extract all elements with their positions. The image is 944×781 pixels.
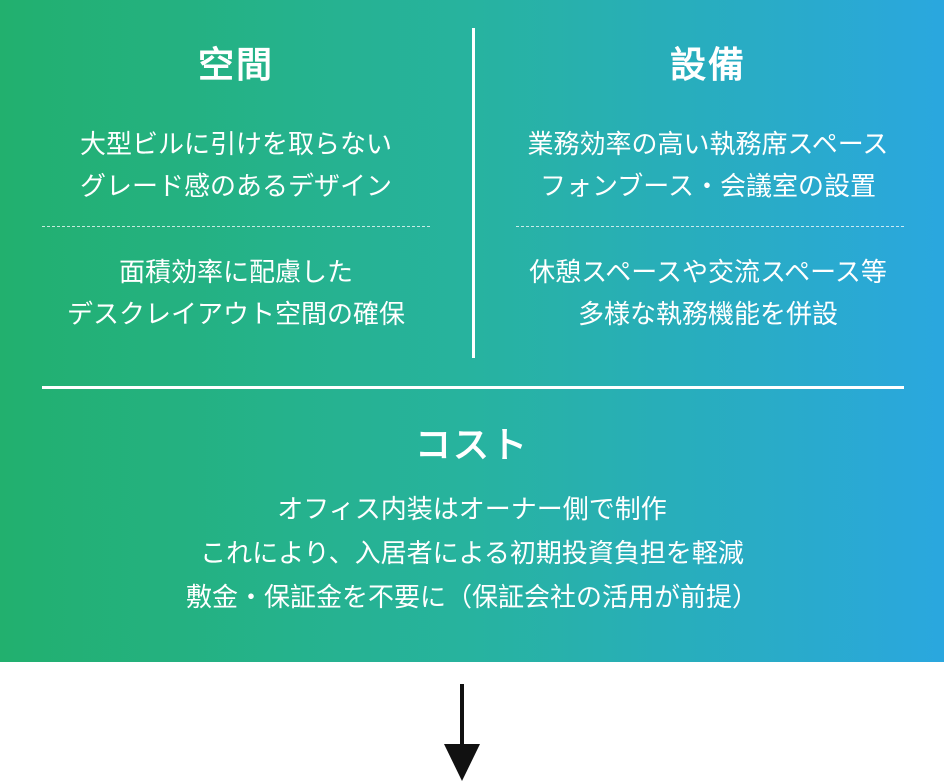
space-item-layout: 面積効率に配慮した デスクレイアウト空間の確保 [0,252,472,336]
space-title: 空間 [197,45,274,86]
equipment-item-workspace-line: フォンブース・会議室の設置 [540,172,876,202]
cost-description: オフィス内装はオーナー側で制作 これにより、入居者による初期投資負担を軽減 敷金… [0,488,944,620]
cost-line: 敷金・保証金を不要に（保証会社の活用が前提） [185,583,758,613]
space-item-design-line: グレード感のあるデザイン [79,172,392,202]
space-item-design-line: 大型ビルに引けを取らない [79,130,392,160]
space-dotted-divider [42,226,430,227]
equipment-dotted-divider [516,226,904,227]
equipment-item-workspace-line: 業務効率の高い執務席スペース [527,130,889,160]
equipment-title: 設備 [669,45,746,86]
space-item-layout-line: デスクレイアウト空間の確保 [66,300,405,330]
section-divider [42,386,904,389]
equipment-item-functions: 休憩スペースや交流スペース等 多様な執務機能を併設 [472,252,944,336]
cost-line: オフィス内装はオーナー側で制作 [277,495,667,525]
column-divider [472,28,475,358]
space-item-design: 大型ビルに引けを取らない グレード感のあるデザイン [0,124,472,208]
equipment-item-workspace: 業務効率の高い執務席スペース フォンブース・会議室の設置 [472,124,944,208]
features-panel: 空間 大型ビルに引けを取らない グレード感のあるデザイン 面積効率に配慮した デ… [0,0,944,662]
down-arrow-icon [444,684,480,781]
equipment-item-functions-line: 多様な執務機能を併設 [577,300,838,330]
cost-title: コスト [414,425,529,466]
equipment-item-functions-line: 休憩スペースや交流スペース等 [529,258,887,288]
cost-line: これにより、入居者による初期投資負担を軽減 [200,539,744,569]
space-item-layout-line: 面積効率に配慮した [118,258,353,288]
